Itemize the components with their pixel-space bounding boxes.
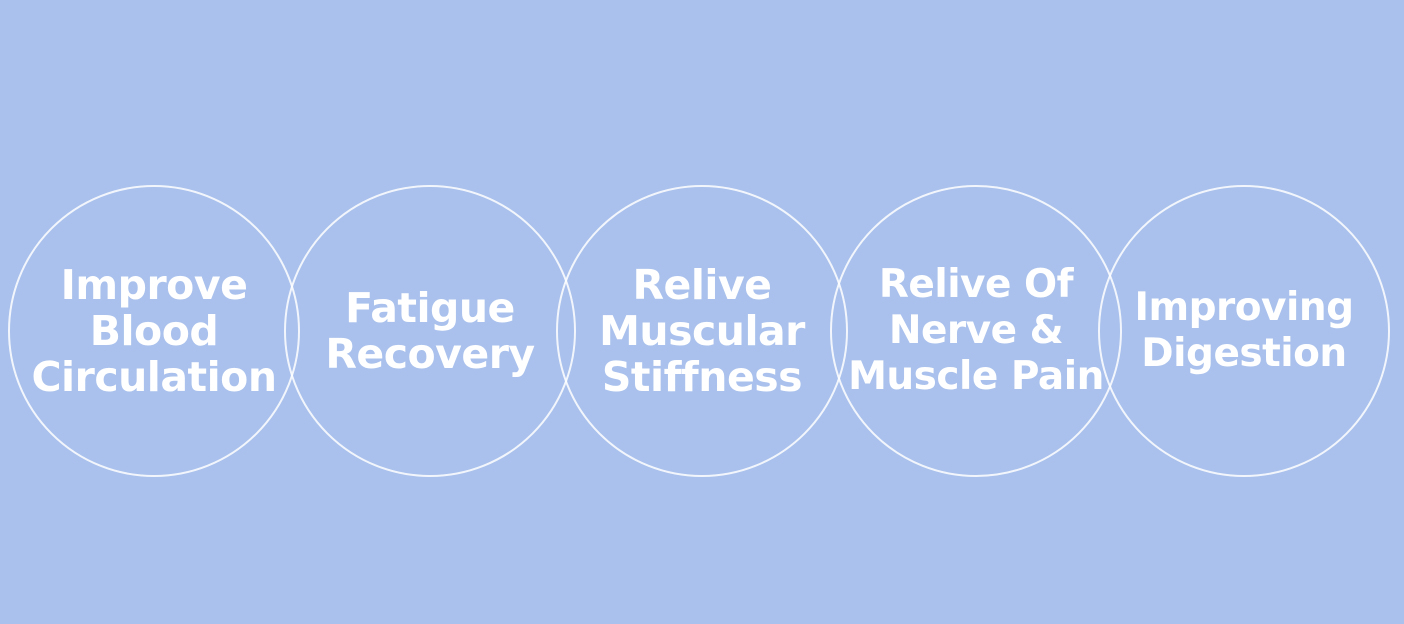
benefit-circle-5 xyxy=(1098,185,1390,477)
benefit-label-fatigue-recovery: Fatigue Recovery xyxy=(325,284,535,378)
benefit-label-improve-blood-circulation: Improve Blood Circulation xyxy=(31,261,277,401)
benefit-label-relive-muscular-stiffness: Relive Muscular Stiffness xyxy=(599,261,805,401)
benefit-label-relive-nerve-muscle-pain: Relive Of Nerve & Muscle Pain xyxy=(848,262,1104,399)
benefit-label-improving-digestion: Improving Digestion xyxy=(1134,285,1354,376)
